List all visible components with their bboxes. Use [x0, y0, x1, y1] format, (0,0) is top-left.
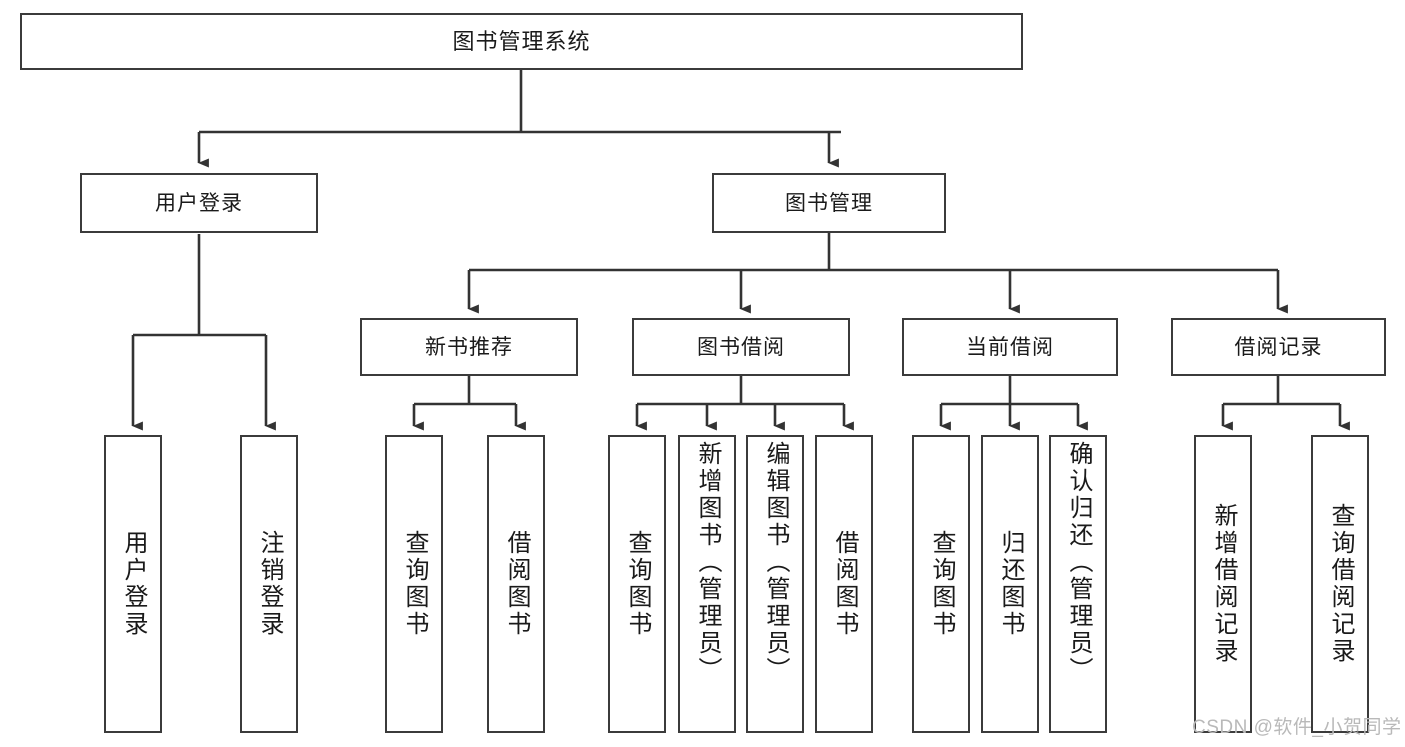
leaf-user-login-action[interactable]: 用户登录	[104, 435, 162, 733]
node-label: 用户登录	[155, 191, 243, 215]
leaf-query-borrow-record[interactable]: 查询借阅记录	[1311, 435, 1369, 733]
node-book-borrow[interactable]: 图书借阅	[632, 318, 850, 376]
leaf-new-borrow-book[interactable]: 借阅图书	[487, 435, 545, 733]
node-borrow-records[interactable]: 借阅记录	[1171, 318, 1386, 376]
leaf-add-borrow-record[interactable]: 新增借阅记录	[1194, 435, 1252, 733]
leaf-borrow-book[interactable]: 借阅图书	[815, 435, 873, 733]
node-label: 确认归还（管理员）	[1064, 441, 1092, 684]
node-user-login[interactable]: 用户登录	[80, 173, 318, 233]
node-label: 归还图书	[996, 530, 1024, 638]
node-label: 图书借阅	[697, 335, 785, 359]
leaf-confirm-return-admin[interactable]: 确认归还（管理员）	[1049, 435, 1107, 733]
leaf-edit-book-admin[interactable]: 编辑图书（管理员）	[746, 435, 804, 733]
csdn-watermark: CSDN @软件_小贺同学	[1192, 717, 1402, 738]
node-label: 图书管理系统	[452, 28, 591, 54]
leaf-borrow-query-book[interactable]: 查询图书	[608, 435, 666, 733]
node-label: 借阅记录	[1234, 335, 1323, 359]
node-label: 新增图书（管理员）	[693, 441, 721, 684]
node-label: 当前借阅	[966, 335, 1054, 359]
node-label: 查询借阅记录	[1326, 503, 1354, 665]
node-label: 注销登录	[255, 530, 283, 638]
node-label: 查询图书	[623, 530, 651, 638]
leaf-user-logout[interactable]: 注销登录	[240, 435, 298, 733]
node-label: 新增借阅记录	[1209, 503, 1237, 665]
node-current-borrow[interactable]: 当前借阅	[902, 318, 1118, 376]
leaf-add-book-admin[interactable]: 新增图书（管理员）	[678, 435, 736, 733]
leaf-return-book[interactable]: 归还图书	[981, 435, 1039, 733]
leaf-current-query-book[interactable]: 查询图书	[912, 435, 970, 733]
node-book-management[interactable]: 图书管理	[712, 173, 946, 233]
node-label: 图书管理	[785, 191, 873, 215]
node-label: 查询图书	[927, 530, 955, 638]
node-label: 用户登录	[119, 530, 147, 638]
node-label: 新书推荐	[425, 335, 513, 359]
node-new-book-recommend[interactable]: 新书推荐	[360, 318, 578, 376]
node-label: 查询图书	[400, 530, 428, 638]
node-root-system[interactable]: 图书管理系统	[20, 13, 1023, 70]
node-label: 借阅图书	[830, 530, 858, 638]
node-label: 借阅图书	[502, 530, 530, 638]
leaf-new-query-book[interactable]: 查询图书	[385, 435, 443, 733]
node-label: 编辑图书（管理员）	[761, 441, 789, 684]
